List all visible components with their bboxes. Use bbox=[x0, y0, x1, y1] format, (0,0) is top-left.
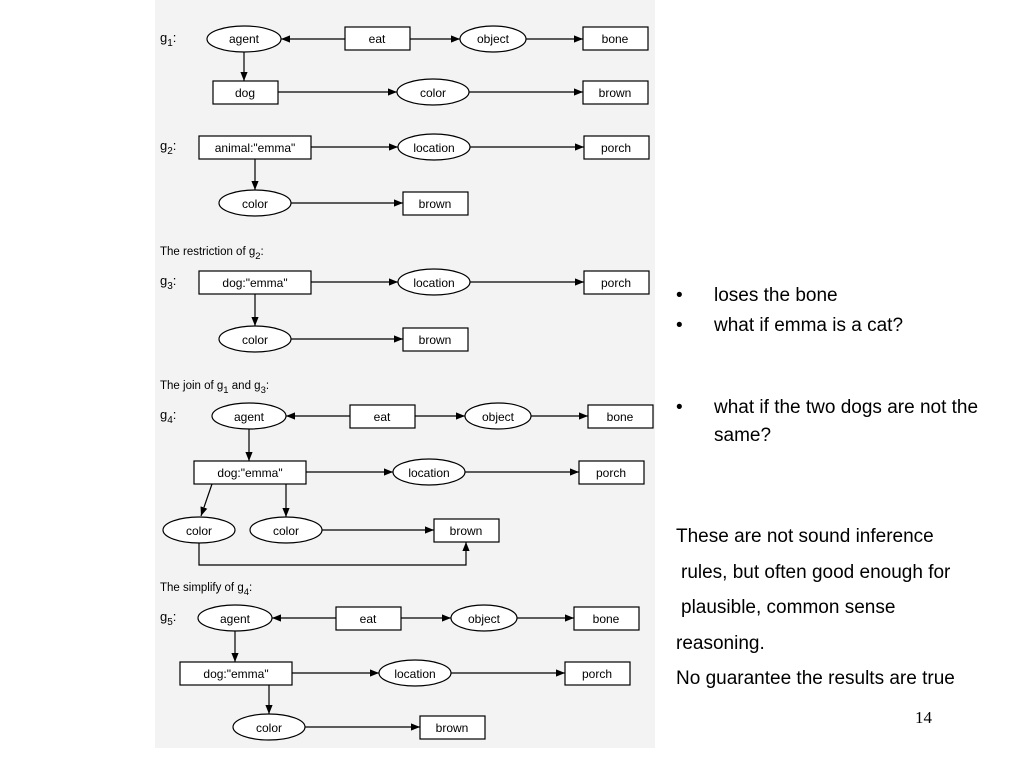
g3-brown-label: brown bbox=[419, 333, 452, 347]
bullet-item: loses the bone bbox=[676, 282, 1014, 310]
bullet-list: loses the bone what if emma is a cat? wh… bbox=[676, 282, 1014, 450]
summary-line: rules, but often good enough for bbox=[681, 561, 951, 583]
g1-label: g1: bbox=[160, 30, 176, 49]
g3-dog-label: dog:"emma" bbox=[222, 276, 287, 290]
g4-color2-label: color bbox=[273, 524, 299, 538]
g5-color-label: color bbox=[256, 721, 282, 735]
g3-label: g3: bbox=[160, 273, 176, 292]
simplify-caption: The simplify of g4: bbox=[160, 582, 252, 598]
g1-agent-label: agent bbox=[229, 32, 260, 46]
g5-agent-label: agent bbox=[220, 612, 251, 626]
g2-label: g2: bbox=[160, 138, 176, 157]
restriction-caption: The restriction of g2: bbox=[160, 246, 264, 262]
g2-brown-label: brown bbox=[419, 197, 452, 211]
join-caption: The join of g1 and g3: bbox=[160, 380, 269, 396]
summary-paragraph: These are not sound inference rules, but… bbox=[676, 519, 955, 697]
g4-dog-label: dog:"emma" bbox=[217, 466, 282, 480]
g4-eat-label: eat bbox=[374, 410, 391, 424]
g5-bone-label: bone bbox=[593, 612, 620, 626]
g4-agent-label: agent bbox=[234, 410, 265, 424]
g3-location-label: location bbox=[413, 276, 454, 290]
g1-color-label: color bbox=[420, 86, 446, 100]
bullet-item: what if emma is a cat? bbox=[676, 312, 1014, 340]
summary-line: No guarantee the results are true bbox=[676, 668, 955, 689]
g5-brown-label: brown bbox=[436, 721, 469, 735]
g5-dog-label: dog:"emma" bbox=[203, 667, 268, 681]
g4-label: g4: bbox=[160, 407, 176, 426]
g2-porch-label: porch bbox=[601, 141, 631, 155]
g4-object-label: object bbox=[482, 410, 515, 424]
g1-bone-label: bone bbox=[602, 32, 629, 46]
g4-brown-label: brown bbox=[450, 524, 483, 538]
g2-color-label: color bbox=[242, 197, 268, 211]
summary-line: plausible, common sense bbox=[681, 597, 896, 618]
g1-brown-label: brown bbox=[599, 86, 632, 100]
g4-edge-dog-color1 bbox=[200, 483, 213, 517]
g5-eat-label: eat bbox=[360, 612, 377, 626]
page-number: 14 bbox=[915, 708, 932, 727]
g5-porch-label: porch bbox=[582, 667, 612, 681]
summary-line: reasoning. bbox=[676, 632, 765, 654]
g3-color-label: color bbox=[242, 333, 268, 347]
summary-line: These are not sound inference bbox=[676, 526, 934, 547]
g5-object-label: object bbox=[468, 612, 501, 626]
g4-porch-label: porch bbox=[596, 466, 626, 480]
g1-object-label: object bbox=[477, 32, 510, 46]
bullet-item: what if the two dogs are not the same? bbox=[676, 394, 1014, 450]
g1-dog-label: dog bbox=[235, 86, 255, 100]
figure-panel bbox=[155, 0, 655, 748]
g4-edge-color1-brown bbox=[198, 542, 470, 566]
g5-label: g5: bbox=[160, 609, 176, 628]
g3-porch-label: porch bbox=[601, 276, 631, 290]
g1-eat-label: eat bbox=[369, 32, 386, 46]
g5-location-label: location bbox=[394, 667, 435, 681]
g4-color1-label: color bbox=[186, 524, 212, 538]
g4-location-label: location bbox=[408, 466, 449, 480]
g2-location-label: location bbox=[413, 141, 454, 155]
g4-bone-label: bone bbox=[607, 410, 634, 424]
g2-animal-label: animal:"emma" bbox=[215, 141, 296, 155]
